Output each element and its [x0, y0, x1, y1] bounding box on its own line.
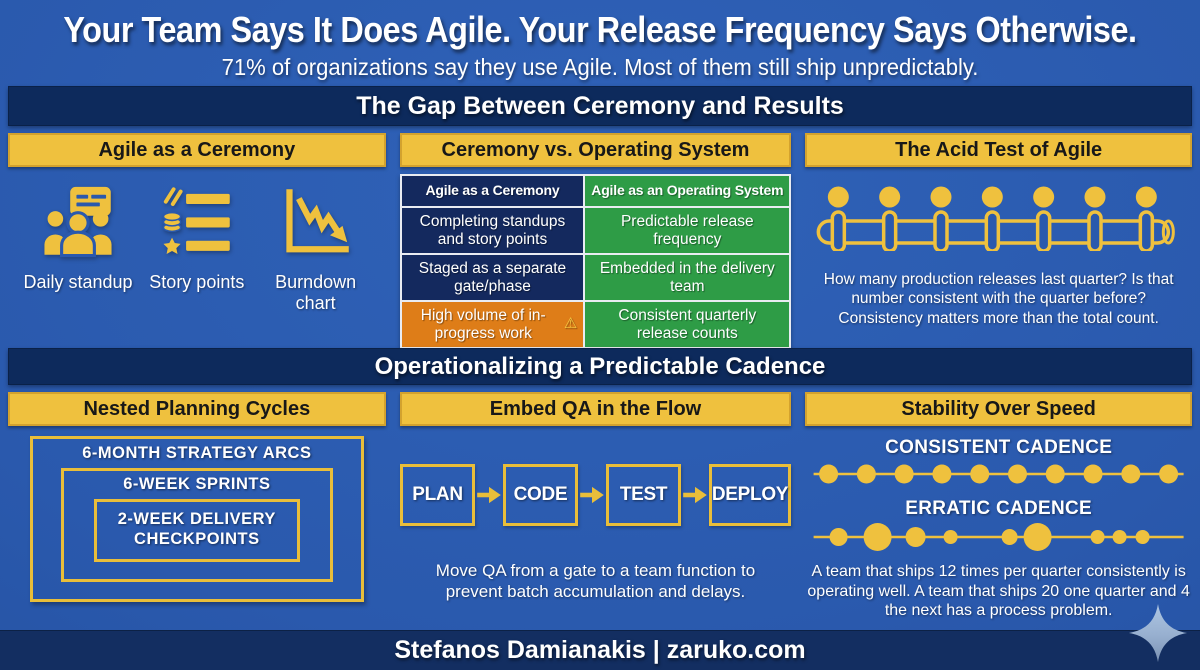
nested-label-6-week: 6-WEEK SPRINTS	[123, 474, 271, 493]
table-row: Completing standups and story points	[401, 208, 584, 253]
footer-credit: Stefanos Damianakis | zaruko.com	[394, 636, 806, 664]
warning-icon: ⚠	[563, 315, 578, 333]
qa-flow-caption: Move QA from a gate to a team function t…	[435, 561, 756, 602]
footer-bar: Stefanos Damianakis | zaruko.com	[0, 630, 1200, 670]
nested-box-checkpoints: 2-WEEK DELIVERY CHECKPOINTS	[94, 498, 300, 562]
comparison-table: Agile as a Ceremony Agile as an Operatin…	[399, 174, 792, 349]
header-ceremony-vs-os: Ceremony vs. Operating System	[399, 133, 792, 167]
header-acid-test: The Acid Test of Agile	[805, 133, 1192, 167]
cadence-caption: A team that ships 12 times per quarter c…	[807, 563, 1190, 620]
table-col-header-os: Agile as an Operating System	[585, 176, 790, 206]
release-timeline-svg	[816, 186, 1176, 253]
sparkle-logo-icon	[1128, 603, 1188, 663]
story-points-icon	[162, 187, 230, 254]
table-row: Predictable release frequency	[585, 208, 790, 253]
header-agile-as-ceremony: Agile as a Ceremony	[8, 133, 386, 167]
flow-step-code: CODE	[503, 464, 578, 526]
nested-label-2-week: 2-WEEK DELIVERY CHECKPOINTS	[117, 510, 276, 549]
consistent-cadence-label: CONSISTENT CADENCE	[885, 437, 1113, 458]
pipeline-flow: PLAN CODE TEST DEPLOY	[400, 464, 792, 526]
table-row: High volume of in-progress work ⚠	[401, 302, 584, 347]
table-row: Consistent quarterly release counts	[585, 302, 790, 347]
consistent-cadence-chart	[813, 464, 1184, 484]
section2-title-bar: Operationalizing a Predictable Cadence	[8, 348, 1192, 385]
flow-step-test: TEST	[606, 464, 681, 526]
icon-label-burndown-chart: Burndown chart	[275, 272, 357, 313]
table-row: Staged as a separate gate/phase	[401, 255, 584, 300]
header-stability: Stability Over Speed	[805, 392, 1192, 426]
section1-title: The Gap Between Ceremony and Results	[356, 92, 844, 120]
hero-header: Your Team Says It Does Agile. Your Relea…	[0, 0, 1200, 81]
list-item: Daily standup	[22, 183, 134, 349]
icon-label-daily-standup: Daily standup	[23, 272, 133, 292]
section2-title: Operationalizing a Predictable Cadence	[374, 353, 826, 380]
acid-test-caption: How many production releases last quarte…	[823, 271, 1174, 327]
nested-box-strategy-arcs: 6-MONTH STRATEGY ARCS 6-WEEK SPRINTS 2-W…	[30, 436, 364, 602]
section1-title-bar: The Gap Between Ceremony and Results	[8, 86, 1192, 126]
ceremony-icons: Daily standup	[8, 167, 386, 349]
nested-box-sprints: 6-WEEK SPRINTS 2-WEEK DELIVERY CHECKPOIN…	[61, 467, 333, 582]
header-embed-qa: Embed QA in the Flow	[399, 392, 792, 426]
list-item: Story points	[141, 183, 253, 349]
arrow-right-icon	[580, 486, 604, 504]
section1-headers: Agile as a Ceremony Ceremony vs. Operati…	[0, 126, 1200, 167]
comparison-table-wrap: Agile as a Ceremony Agile as an Operatin…	[399, 167, 792, 349]
page-subtitle: 71% of organizations say they use Agile.…	[221, 54, 979, 80]
nested-cycles-panel: 6-MONTH STRATEGY ARCS 6-WEEK SPRINTS 2-W…	[8, 426, 386, 630]
acid-test-panel: How many production releases last quarte…	[805, 167, 1192, 349]
cadence-panel: CONSISTENT CADENCE ERRATIC CADENCE A tea…	[805, 426, 1192, 630]
release-timeline-icon	[811, 185, 1186, 256]
arrow-right-icon	[683, 486, 707, 504]
table-row: Embedded in the delivery team	[585, 255, 790, 300]
qa-flow-panel: PLAN CODE TEST DEPLOY Move QA from a gat…	[400, 426, 792, 630]
erratic-cadence-label: ERRATIC CADENCE	[905, 498, 1093, 519]
header-nested-planning: Nested Planning Cycles	[8, 392, 386, 426]
list-item: Burndown chart	[260, 183, 372, 349]
table-col-header-ceremony: Agile as a Ceremony	[401, 176, 584, 206]
icon-label-story-points: Story points	[149, 272, 245, 292]
table-cell-text: High volume of in-progress work	[420, 307, 546, 342]
nested-label-6-month: 6-MONTH STRATEGY ARCS	[82, 444, 312, 462]
page-title: Your Team Says It Does Agile. Your Relea…	[63, 9, 1137, 50]
section2-headers: Nested Planning Cycles Embed QA in the F…	[0, 385, 1200, 426]
erratic-cadence-chart	[813, 523, 1184, 551]
standup-icon	[44, 186, 112, 258]
flow-step-plan: PLAN	[400, 464, 475, 526]
section2-content: 6-MONTH STRATEGY ARCS 6-WEEK SPRINTS 2-W…	[0, 426, 1200, 630]
burndown-icon	[286, 189, 349, 253]
arrow-right-icon	[477, 486, 501, 504]
section1-content: Daily standup	[0, 167, 1200, 349]
flow-step-deploy: DEPLOY	[709, 464, 791, 526]
